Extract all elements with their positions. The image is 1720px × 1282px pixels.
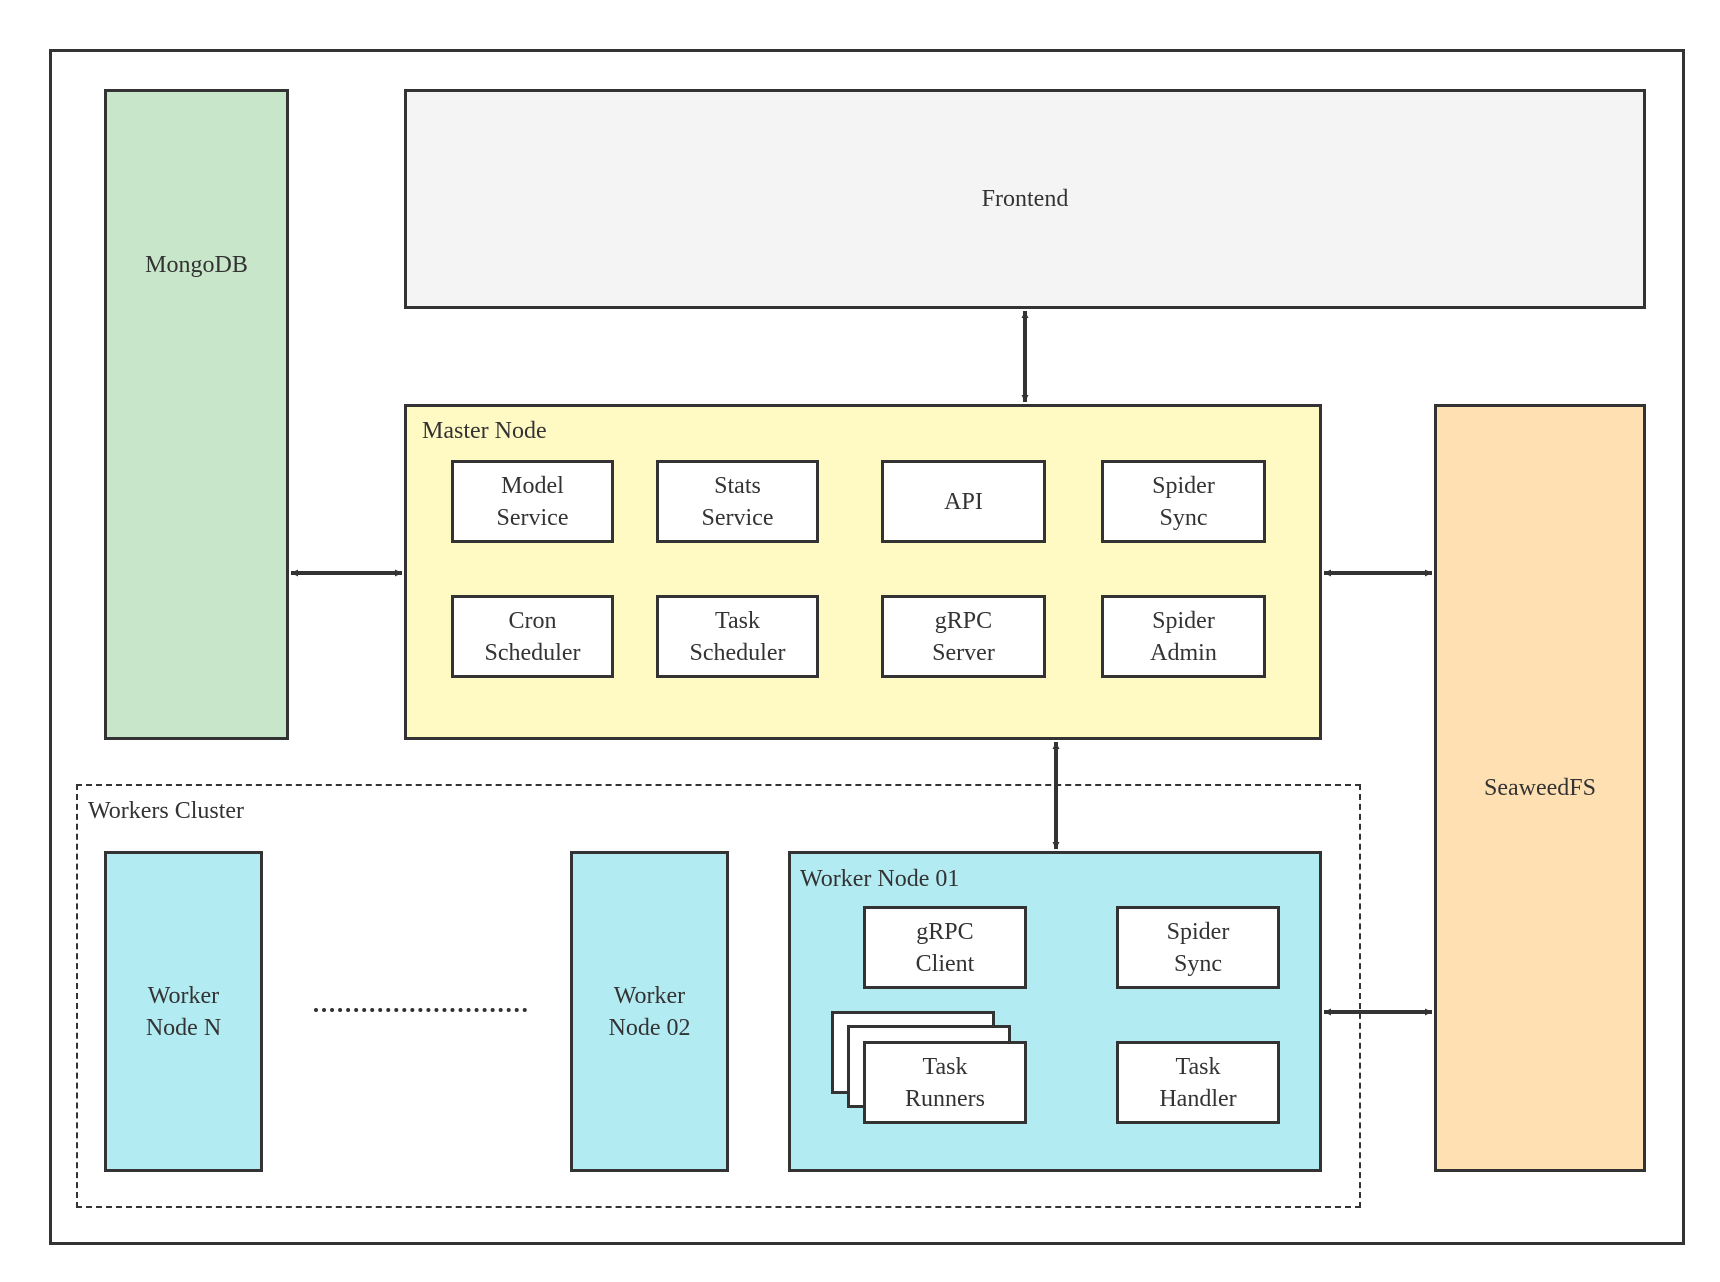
task-scheduler-box: Task Scheduler (656, 595, 819, 678)
master-node: Master Node (404, 404, 1322, 740)
mongodb-box: MongoDB (104, 89, 289, 740)
model-service-label: Model Service (496, 472, 569, 531)
seaweedfs-box: SeaweedFS (1434, 404, 1646, 1172)
stats-service-box: Stats Service (656, 460, 819, 543)
stats-service-label: Stats Service (701, 472, 774, 531)
spider-sync-master-label: Spider Sync (1152, 472, 1215, 531)
api-label: API (944, 488, 983, 515)
cron-scheduler-box: Cron Scheduler (451, 595, 614, 678)
frontend-label: Frontend (981, 186, 1069, 212)
cron-scheduler-label: Cron Scheduler (484, 607, 581, 666)
worker-node-02-label: Worker Node 02 (608, 982, 691, 1041)
mongodb-label: MongoDB (145, 251, 248, 278)
workers-cluster: Workers Cluster (76, 784, 1361, 1208)
task-handler-box: Task Handler (1116, 1041, 1280, 1124)
seaweedfs-label: SeaweedFS (1484, 775, 1596, 801)
grpc-server-box: gRPC Server (881, 595, 1046, 678)
task-scheduler-label: Task Scheduler (689, 607, 786, 666)
worker-node-01-title: Worker Node 01 (800, 866, 960, 892)
api-box: API (881, 460, 1046, 543)
model-service-box: Model Service (451, 460, 614, 543)
grpc-server-label: gRPC Server (932, 607, 995, 666)
task-handler-label: Task Handler (1159, 1053, 1237, 1112)
spider-admin-box: Spider Admin (1101, 595, 1266, 678)
ellipsis-separator (314, 1008, 527, 1012)
frontend-box: Frontend (404, 89, 1646, 309)
task-runners-label: Task Runners (905, 1053, 985, 1112)
worker-node-n-label: Worker Node N (145, 982, 222, 1041)
spider-admin-label: Spider Admin (1150, 607, 1217, 666)
task-runners-box: Task Runners (863, 1041, 1027, 1124)
worker-node-n: Worker Node N (104, 851, 263, 1172)
grpc-client-box: gRPC Client (863, 906, 1027, 989)
workers-cluster-title: Workers Cluster (88, 798, 245, 824)
worker-node-02: Worker Node 02 (570, 851, 729, 1172)
spider-sync-master-box: Spider Sync (1101, 460, 1266, 543)
spider-sync-worker-label: Spider Sync (1166, 918, 1230, 977)
master-node-title: Master Node (422, 418, 547, 444)
grpc-client-label: gRPC Client (915, 918, 975, 977)
spider-sync-worker-box: Spider Sync (1116, 906, 1280, 989)
